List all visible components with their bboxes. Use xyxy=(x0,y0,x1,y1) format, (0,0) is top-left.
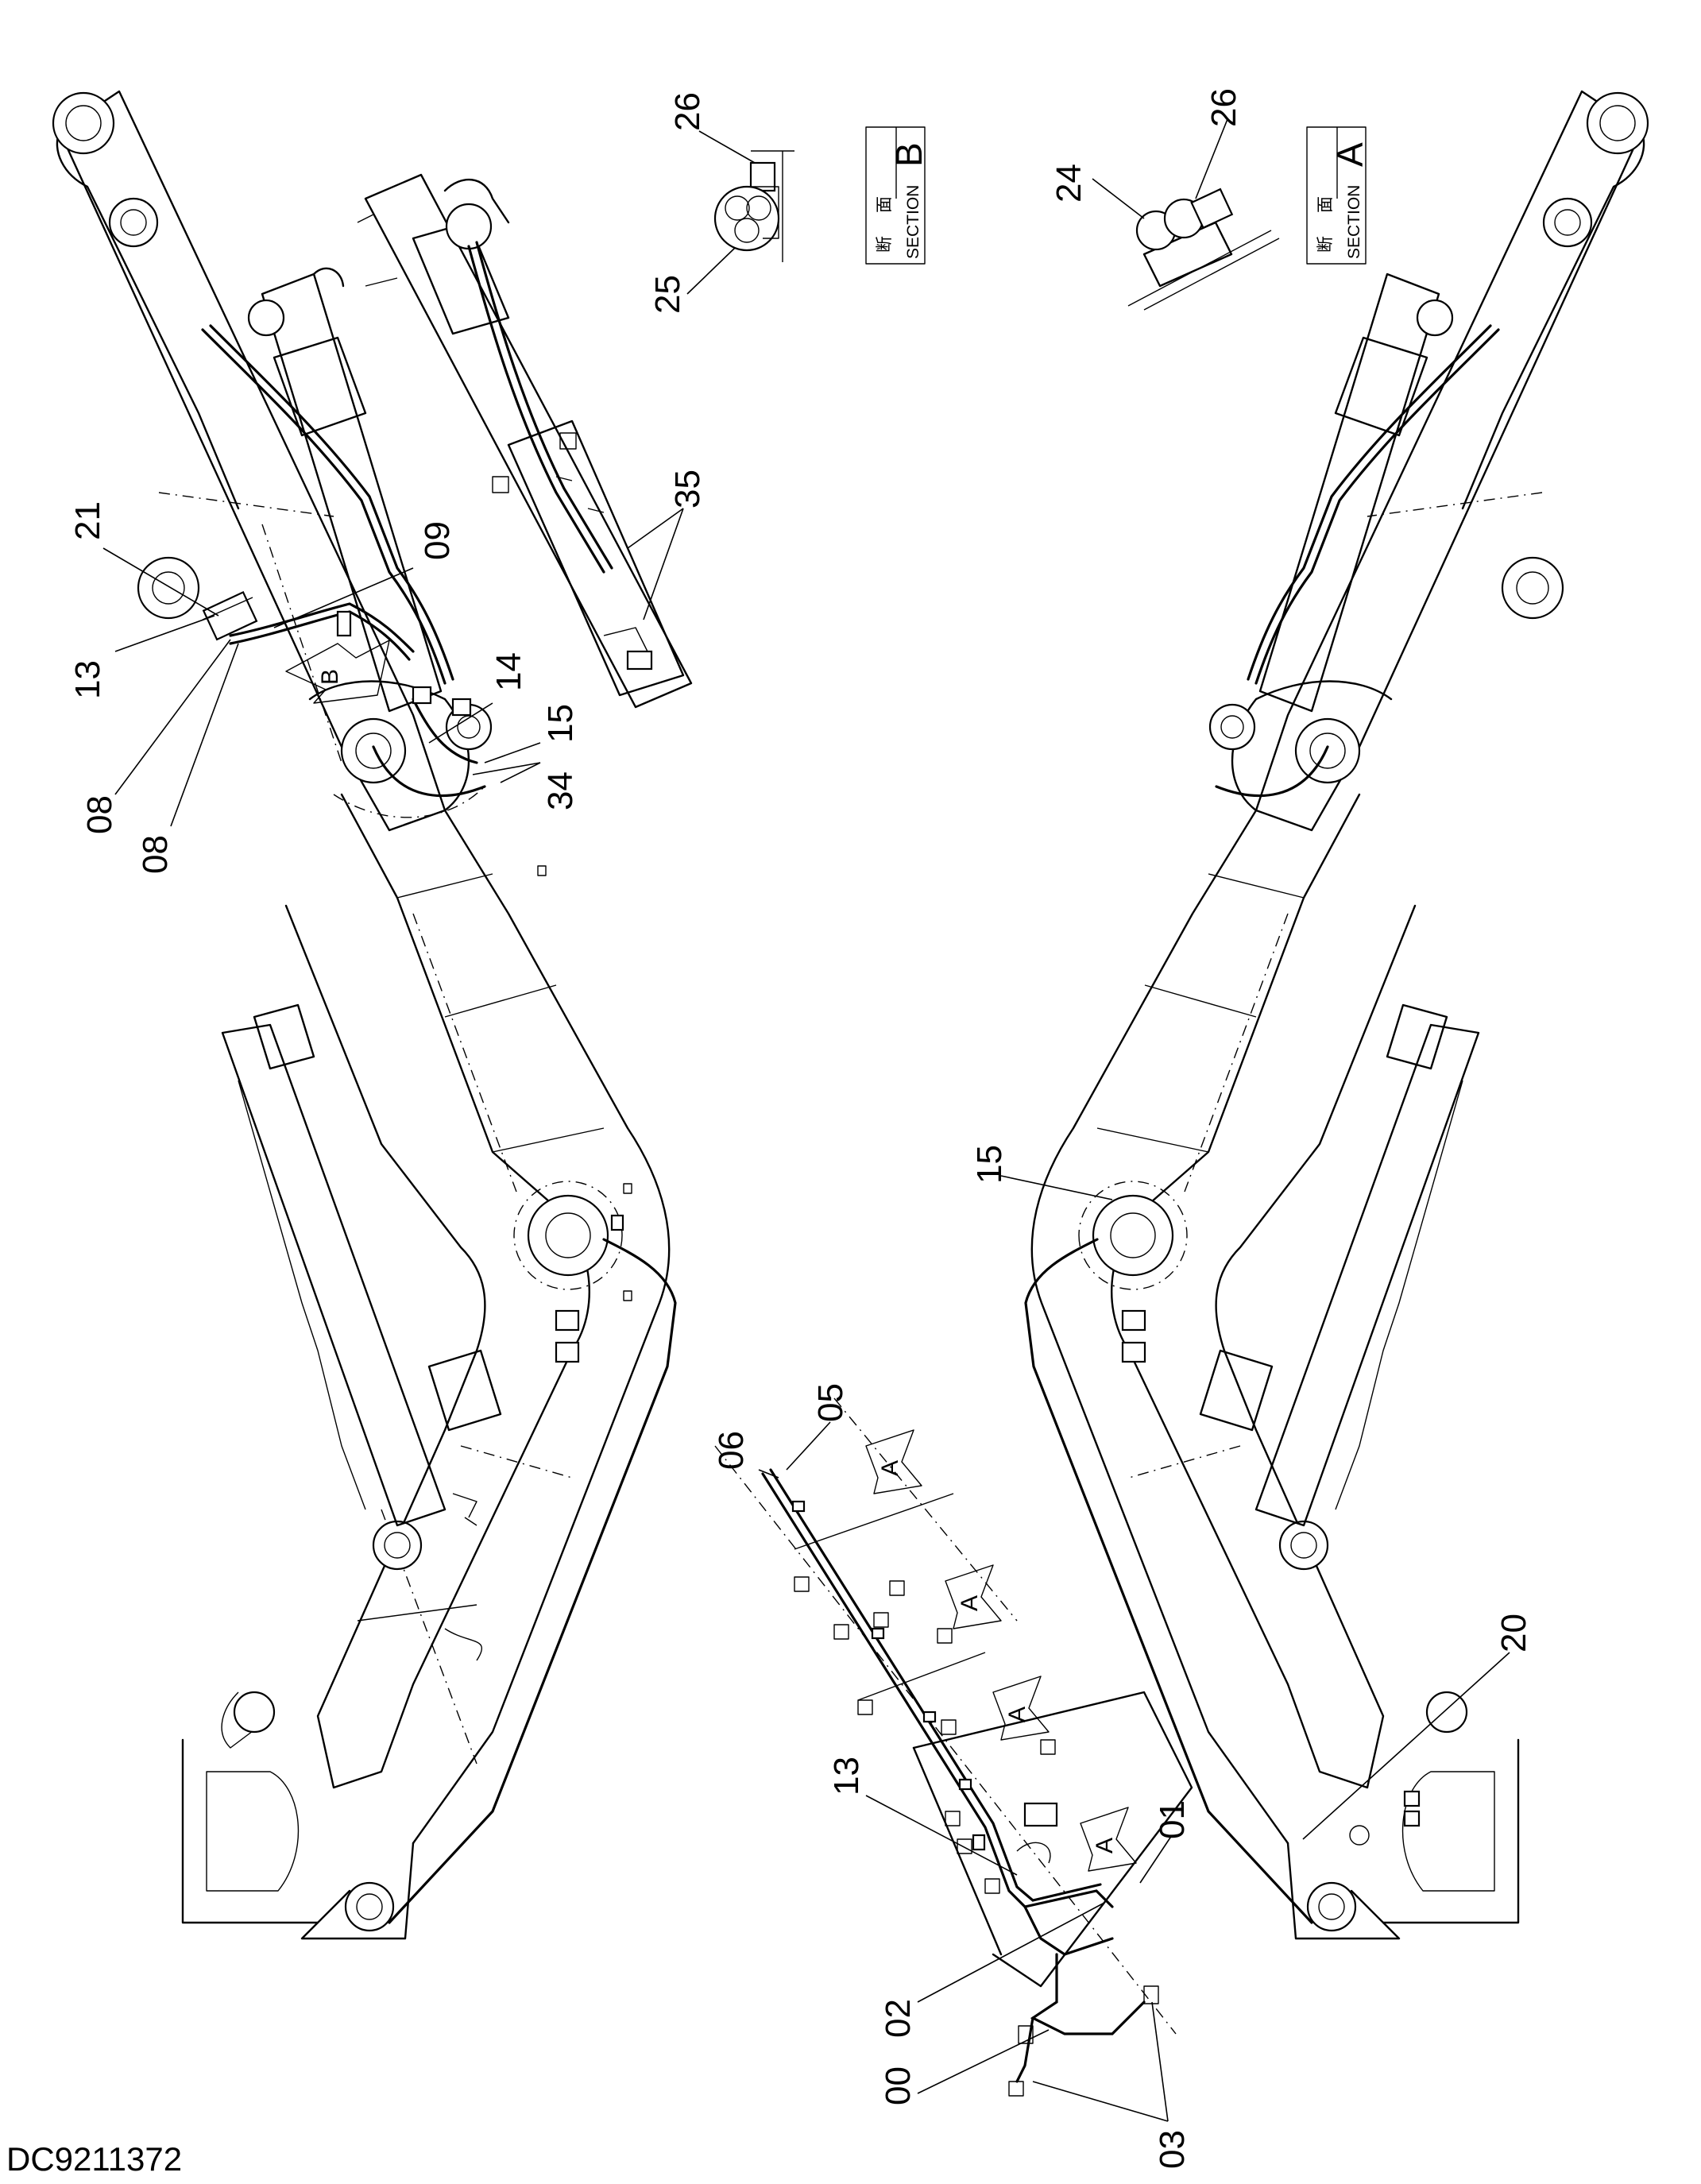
callout-14: 14 xyxy=(489,652,528,691)
callout-13-lower: 13 xyxy=(827,1757,866,1796)
section-b-kanji-2: 面 xyxy=(876,196,894,213)
callout-06: 06 xyxy=(712,1431,751,1470)
callout-21: 21 xyxy=(68,501,107,540)
callout-15-upper: 15 xyxy=(541,704,580,743)
callout-03: 03 xyxy=(1153,2130,1192,2169)
section-b-view xyxy=(713,150,794,262)
callout-09: 09 xyxy=(418,521,457,560)
view-marker-a-2: A xyxy=(945,1564,1002,1629)
callout-24: 24 xyxy=(1050,164,1088,203)
view-marker-b: B xyxy=(285,640,390,704)
view-marker-a-3-letter: A xyxy=(1004,1707,1030,1722)
callout-20: 20 xyxy=(1494,1614,1533,1652)
section-b-word: SECTION xyxy=(904,185,922,259)
callout-26-section-b: 26 xyxy=(668,92,707,131)
section-b-kanji-1: 断 xyxy=(876,236,894,253)
callout-labels: 26 25 26 24 21 09 13 08 08 14 15 34 35 1… xyxy=(68,88,1533,2169)
leader-lines xyxy=(102,118,1510,2122)
section-a-label: 断 面 SECTION A xyxy=(1306,126,1370,265)
view-marker-a-4: A xyxy=(1080,1807,1137,1872)
callout-00: 00 xyxy=(879,2066,918,2105)
view-marker-a-1: A xyxy=(865,1429,922,1494)
view-marker-a-1-letter: A xyxy=(877,1460,903,1476)
piping-detail-view xyxy=(714,1397,1193,2097)
callout-25: 25 xyxy=(648,275,687,314)
section-a-word: SECTION xyxy=(1345,185,1363,259)
drawing-number: DC9211372 xyxy=(6,2140,183,2178)
view-marker-a-3: A xyxy=(992,1676,1050,1741)
section-b-letter: B xyxy=(888,142,930,167)
callout-08-a: 08 xyxy=(80,795,119,834)
callout-02: 02 xyxy=(879,1999,918,2038)
view-marker-b-letter: B xyxy=(317,669,343,685)
right-arm-boom-assembly xyxy=(1024,90,1649,1940)
callout-05: 05 xyxy=(811,1383,850,1422)
callout-13-upper: 13 xyxy=(68,660,107,699)
callout-15-right: 15 xyxy=(970,1145,1009,1184)
callout-34: 34 xyxy=(541,771,580,810)
left-arm-boom-assembly xyxy=(52,90,677,1940)
view-marker-a-4-letter: A xyxy=(1092,1838,1118,1854)
view-marker-a-2-letter: A xyxy=(957,1595,983,1611)
callout-26-section-a: 26 xyxy=(1204,88,1243,127)
callout-35: 35 xyxy=(668,470,707,508)
callout-08-b: 08 xyxy=(136,835,175,874)
section-a-kanji-2: 面 xyxy=(1316,196,1335,213)
section-b-label: 断 面 SECTION B xyxy=(865,126,930,265)
section-a-kanji-1: 断 xyxy=(1316,236,1335,253)
arm-cylinder-detail xyxy=(357,173,693,709)
section-a-view xyxy=(1127,187,1280,311)
callout-01: 01 xyxy=(1153,1800,1192,1839)
section-a-letter: A xyxy=(1329,142,1370,167)
